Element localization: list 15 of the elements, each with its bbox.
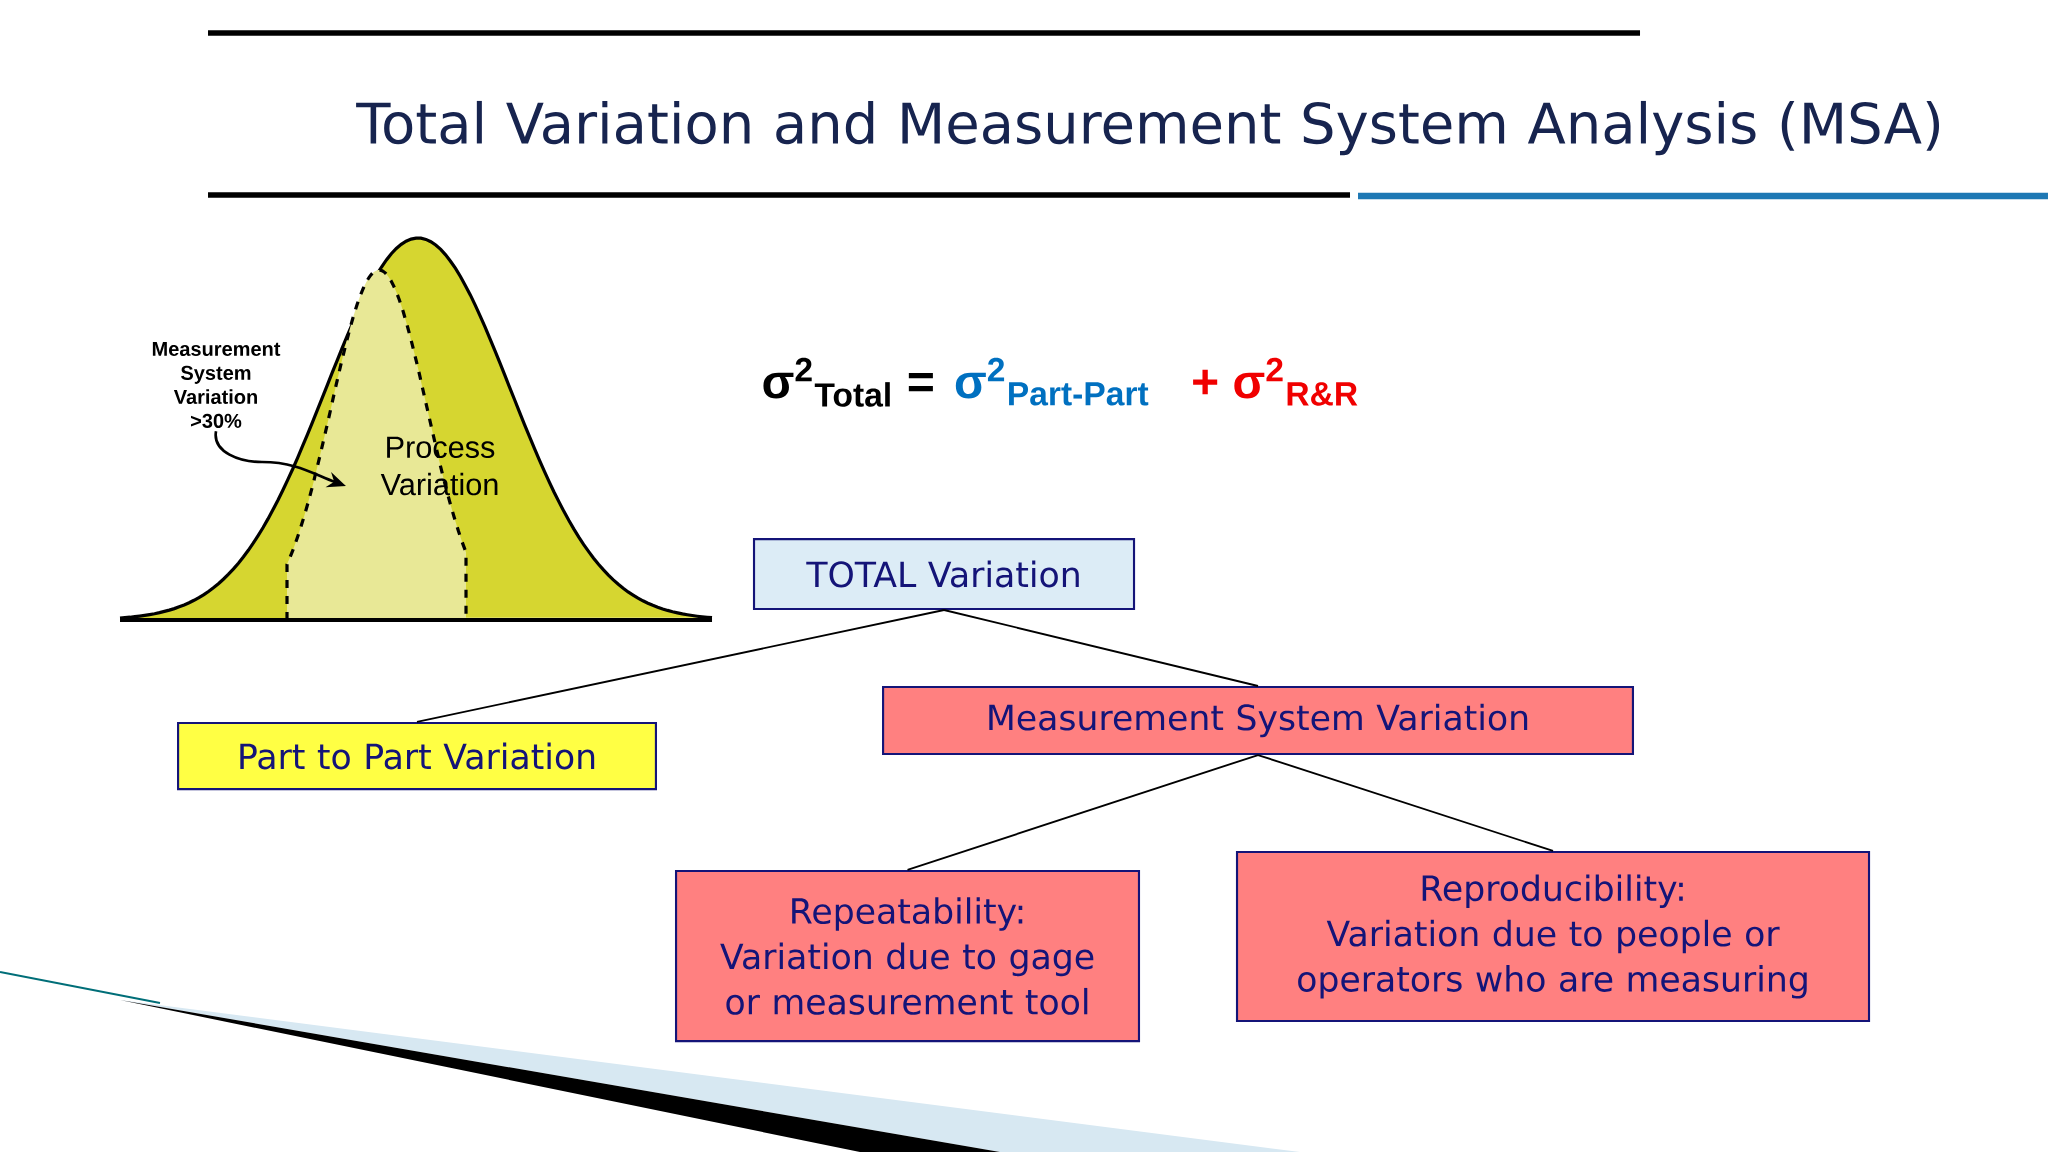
connector-line: [943, 609, 1259, 687]
formula-term: σ$^{2}$Part-Part: [955, 357, 1149, 406]
title: Total Variation and Measurement System Analysis (MSA): [356, 100, 1940, 156]
component-box: Repeatability: Variation due to gage or measurement tool: [675, 869, 1141, 1043]
connector-line: [1257, 754, 1554, 852]
category-box: Part to Part Variation: [177, 721, 657, 791]
connector-line: [416, 609, 945, 723]
curve-label: Process Variation: [380, 436, 498, 496]
category-box: Measurement System Variation: [882, 686, 1634, 756]
component-box: Reproducibility: Variation due to people or operators who are measuring: [1235, 850, 1871, 1023]
connector-line: [906, 754, 1259, 871]
root-box: TOTAL Variation: [752, 538, 1136, 610]
formula-term: σ$^{2}$$_{Total}$ =: [763, 357, 933, 407]
callout-text: Measurement System Variation >30%: [152, 342, 281, 428]
formula-term: + σ$^{2}$R&R: [1193, 357, 1358, 406]
